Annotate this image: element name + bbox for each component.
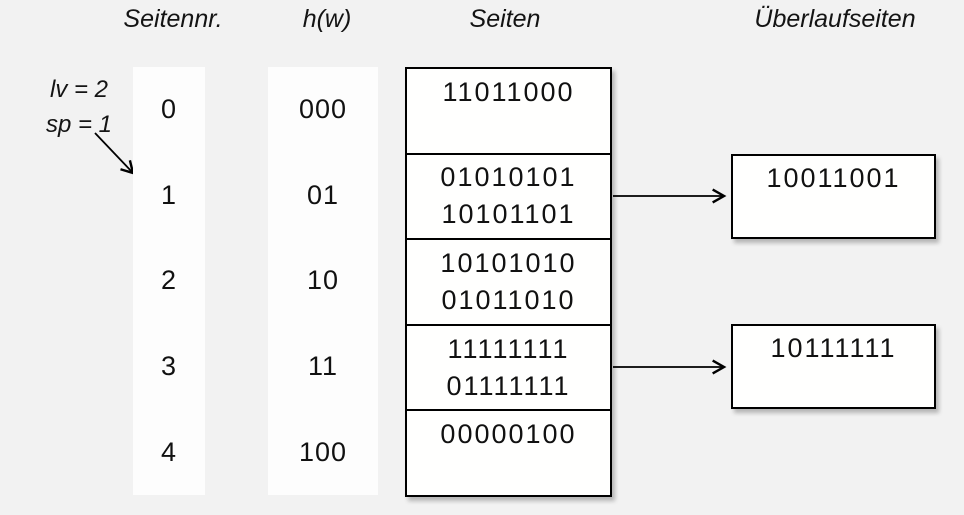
page-entry: 11011000 <box>442 76 575 107</box>
hash-value-0: 000 <box>298 94 348 125</box>
header-seitennr: Seitennr. <box>123 5 223 33</box>
page-cell-3: 11111111 01111111 <box>407 326 610 412</box>
page-number-1: 1 <box>160 179 178 210</box>
pages-table: 11011000 01010101 10101101 10101010 0101… <box>405 67 612 497</box>
page-number-column: 0 1 2 3 4 <box>133 67 205 495</box>
state-annotation: lv = 2 sp = 1 <box>26 72 132 142</box>
page-number-3: 3 <box>160 351 178 382</box>
hash-value-4: 100 <box>298 436 348 467</box>
annotation-lv: lv = 2 <box>49 76 109 103</box>
page-cell-2: 10101010 01011010 <box>407 240 610 326</box>
page-entry: 11111111 <box>447 333 570 364</box>
overflow-entry: 10111111 <box>770 332 897 363</box>
header-seiten: Seiten <box>469 5 541 33</box>
page-number-2: 2 <box>160 265 178 296</box>
page-entry: 01111111 <box>446 370 571 401</box>
page-number-0: 0 <box>160 94 178 125</box>
annotation-sp: sp = 1 <box>45 111 113 138</box>
page-cell-0: 11011000 <box>407 69 610 155</box>
header-ueberlaufseiten: Überlaufseiten <box>754 5 916 33</box>
page-cell-1: 01010101 10101101 <box>407 155 610 241</box>
overflow-page-1: 10011001 <box>731 154 936 239</box>
overflow-entry: 10011001 <box>766 162 901 193</box>
header-hash-function: h(w) <box>302 5 352 33</box>
page-entry: 00000100 <box>440 419 577 450</box>
page-cell-4: 00000100 <box>407 411 610 495</box>
page-entry: 01010101 <box>440 162 577 193</box>
hash-value-1: 01 <box>306 179 340 210</box>
hash-value-2: 10 <box>306 265 340 296</box>
hash-value-3: 11 <box>307 351 339 382</box>
page-entry: 10101101 <box>441 199 576 230</box>
overflow-page-2: 10111111 <box>731 324 936 409</box>
hash-value-column: 000 01 10 11 100 <box>268 67 378 495</box>
page-number-4: 4 <box>160 436 178 467</box>
page-entry: 10101010 <box>440 247 577 278</box>
page-entry: 01011010 <box>441 284 576 315</box>
